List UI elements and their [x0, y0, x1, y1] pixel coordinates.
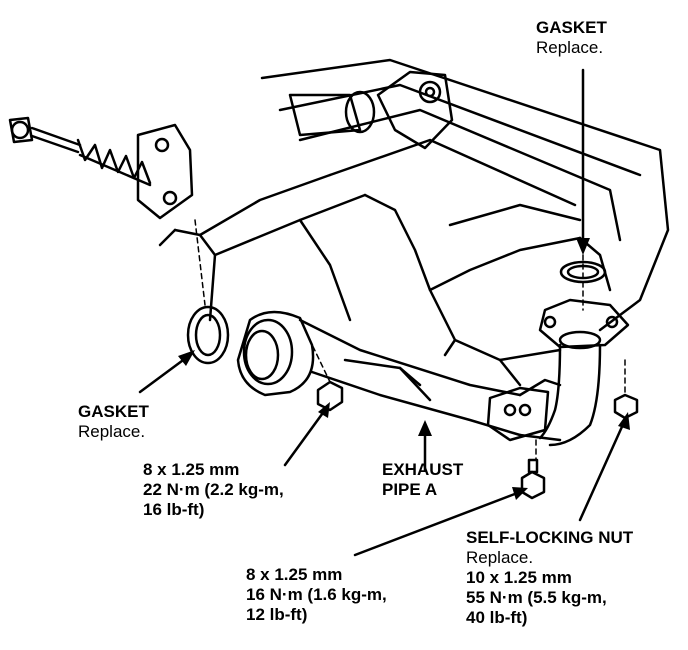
bolt-upper-torque-1: 22 N·m (2.2 kg-m,	[143, 480, 284, 499]
bolt-lower-torque-1: 16 N·m (1.6 kg-m,	[246, 585, 387, 604]
bolt-lower-size: 8 x 1.25 mm	[246, 565, 343, 584]
callout-gasket-top: GASKET Replace.	[536, 18, 607, 58]
callout-exhaust-pipe: EXHAUST PIPE A	[382, 460, 463, 500]
self-locking-nut-torque-1: 55 N·m (5.5 kg-m,	[466, 588, 607, 607]
engine-block	[158, 58, 670, 387]
arrowheads	[178, 238, 630, 500]
center-lines	[194, 219, 626, 461]
bolt-upper-size: 8 x 1.25 mm	[143, 460, 240, 479]
gasket-top-title: GASKET	[536, 18, 607, 37]
callout-self-locking-nut: SELF-LOCKING NUT Replace. 10 x 1.25 mm 5…	[466, 528, 633, 628]
exhaust-pipe-line-1: EXHAUST	[382, 460, 464, 479]
gasket-top-note: Replace.	[536, 38, 604, 57]
flange-gasket-left	[186, 305, 230, 365]
bolt-lower-torque-2: 12 lb-ft)	[246, 605, 308, 624]
callout-bolt-upper: 8 x 1.25 mm 22 N·m (2.2 kg-m, 16 lb-ft)	[143, 460, 284, 520]
mount-bolt-assembly	[8, 116, 194, 220]
down-pipe	[538, 298, 630, 447]
leader-lines	[138, 68, 627, 557]
exhaust-pipe-body	[298, 318, 562, 442]
bolt-nut	[316, 380, 639, 500]
self-locking-nut-note: Replace.	[466, 548, 534, 567]
gasket-left-title: GASKET	[78, 402, 149, 421]
self-locking-nut-size: 10 x 1.25 mm	[466, 568, 572, 587]
self-locking-nut-torque-2: 40 lb-ft)	[466, 608, 528, 627]
bolt-upper-torque-2: 16 lb-ft)	[143, 500, 205, 519]
self-locking-nut-title: SELF-LOCKING NUT	[466, 528, 634, 547]
upper-shaft	[288, 70, 454, 150]
callout-gasket-left: GASKET Replace.	[78, 402, 149, 442]
exhaust-pipe-line-2: PIPE A	[382, 480, 438, 499]
gasket-left-note: Replace.	[78, 422, 146, 441]
callout-bolt-lower: 8 x 1.25 mm 16 N·m (1.6 kg-m, 12 lb-ft)	[246, 565, 387, 625]
exhaust-pipe-flange	[236, 310, 315, 397]
